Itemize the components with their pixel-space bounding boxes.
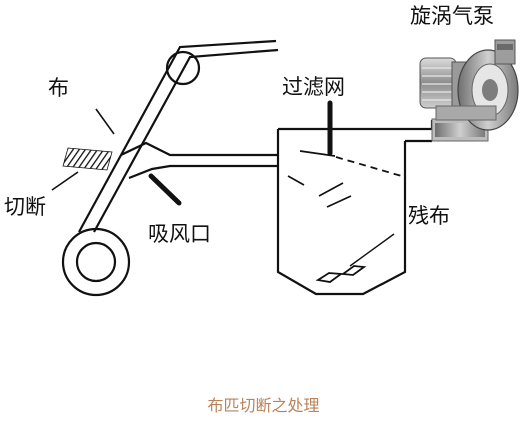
label-cloth: 布 bbox=[48, 76, 69, 100]
vortex-air-pump bbox=[419, 39, 519, 142]
label-cutting: 切断 bbox=[4, 195, 46, 219]
collection-tank bbox=[276, 127, 432, 296]
figure-caption: 布匹切断之处理 bbox=[207, 396, 320, 415]
suction-nozzle bbox=[120, 141, 278, 206]
bottom-roller bbox=[61, 227, 131, 297]
label-vortex-pump: 旋涡气泵 bbox=[410, 4, 494, 28]
label-filter-mesh: 过滤网 bbox=[282, 75, 345, 99]
label-suction-port: 吸风口 bbox=[148, 222, 211, 246]
cloth-pointer bbox=[95, 108, 115, 135]
scrap-cloth-pieces bbox=[315, 233, 395, 283]
filter-mesh bbox=[299, 100, 406, 178]
cutter-blade bbox=[51, 147, 113, 191]
label-scrap-cloth: 残布 bbox=[408, 204, 450, 228]
top-roller bbox=[165, 50, 201, 86]
airflow-arrows bbox=[287, 175, 352, 208]
cloth-path bbox=[78, 39, 279, 233]
